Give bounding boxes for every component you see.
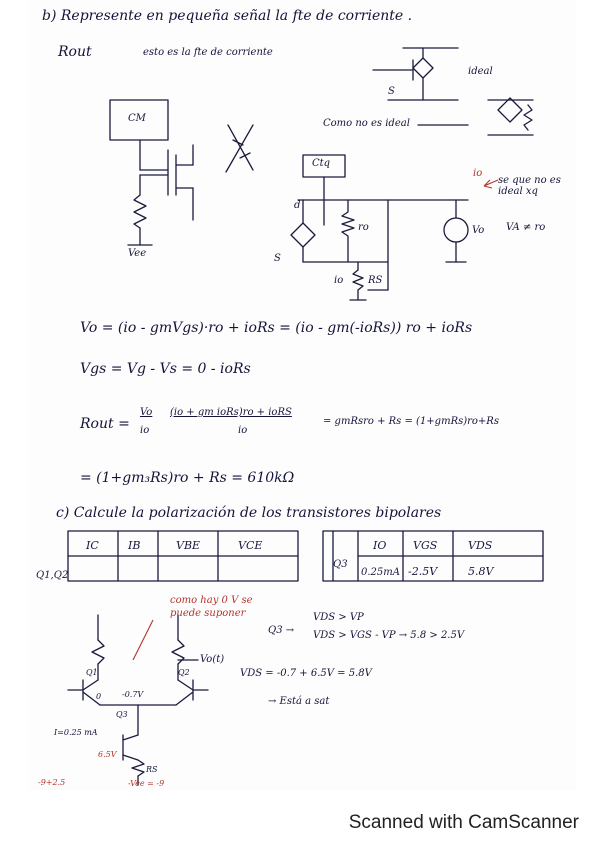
node-s2: S	[388, 86, 395, 97]
eq3-frac2-den: io	[238, 425, 248, 436]
saturation-note: → Está a sat	[268, 696, 330, 707]
nonideal-source-icon	[497, 97, 523, 123]
part-b-title: b) Represente en pequeña señal la fte de…	[42, 8, 413, 24]
equation-2: Vgs = Vg - Vs = 0 - ioRs	[80, 361, 251, 377]
ideal-note: ideal	[468, 66, 493, 77]
t1-row-label: Q1,Q2	[36, 570, 68, 581]
cross-mark	[225, 124, 254, 173]
left-v-label: -9+2.5	[38, 778, 66, 787]
rs-resistor-left	[133, 194, 147, 229]
equation-4: = (1+gm₃Rs)ro + Rs = 610kΩ	[80, 470, 295, 486]
ctq-label: Ctq	[312, 158, 331, 169]
eq3-frac1-num: Vo	[140, 407, 153, 418]
circuit-sketches: IC IB VBE VCE IO VGS VDS 0.25mA -2.5V 5.…	[36, 47, 544, 786]
ideal-source-icon	[412, 57, 434, 79]
v-node: -0.7V	[122, 690, 144, 699]
eq3-frac2-num: (io + gm ioRs)ro + ioRS	[170, 407, 292, 418]
vds-equation: VDS = -0.7 + 6.5V = 5.8V	[240, 668, 372, 679]
io-label: io	[334, 275, 344, 286]
vout-label: Vo(t)	[200, 654, 225, 665]
vo-label: Vo	[472, 225, 485, 236]
io-label-red: io	[473, 168, 483, 179]
vee-label: Vee	[128, 248, 147, 259]
t2-row-label: Q3	[333, 559, 348, 570]
condition-1: VDS > VP	[313, 612, 364, 623]
ro-label: ro	[358, 222, 369, 233]
node-s: S	[274, 253, 281, 264]
t2-h0: IO	[372, 539, 386, 552]
cm-block	[109, 99, 169, 141]
t1-h1: IB	[127, 539, 140, 552]
t2-c2: 5.8V	[468, 565, 494, 578]
no-ideal-note: se que no es ideal xq	[498, 175, 561, 197]
equation-3-lhs: Rout =	[80, 416, 130, 432]
t2-h2: VDS	[468, 539, 493, 552]
t1-h0: IC	[85, 539, 99, 552]
q1-label: Q1	[86, 668, 98, 677]
t1-h2: VBE	[176, 539, 200, 552]
red-note-1: como hay 0 V se	[170, 595, 253, 606]
rout-note: esto es la fte de corriente	[143, 47, 273, 58]
t2-c1: -2.5V	[408, 565, 438, 578]
zero-label: 0	[96, 692, 102, 701]
io-arrow-red	[483, 179, 499, 189]
va-note: VA ≠ ro	[506, 222, 546, 233]
condition-2: VDS > VGS - VP → 5.8 > 2.5V	[313, 630, 465, 641]
q2-label: Q2	[178, 668, 190, 677]
t2-h1: VGS	[413, 539, 438, 552]
q3-node: Q3	[116, 710, 128, 719]
vee2-label: -Vee = -9	[128, 779, 165, 788]
rs-label: RS	[368, 275, 383, 286]
como-ideal-note: Como no es ideal	[323, 118, 410, 129]
dependent-source-icon	[290, 222, 316, 248]
eq3-frac1-den: io	[140, 425, 150, 436]
t1-h3: VCE	[238, 539, 262, 552]
red-note-2: puede suponer	[170, 608, 246, 619]
part-c-title: c) Calcule la polarización de los transi…	[56, 505, 442, 521]
q3-label: Q3 →	[268, 625, 295, 636]
rs2-label: RS	[146, 765, 158, 774]
cm-label: CM	[128, 113, 146, 124]
equation-3-tail: = gmRsro + Rs = (1+gmRs)ro+Rs	[323, 416, 499, 427]
vo-source	[443, 217, 469, 243]
node-d: d	[294, 200, 301, 211]
scanner-footer: Scanned with CamScanner	[0, 790, 599, 848]
red-pointer	[132, 619, 154, 661]
scanner-watermark: Scanned with CamScanner	[348, 812, 579, 833]
current-label: I=0.25 mA	[54, 728, 98, 737]
v65-label: 6.5V	[98, 750, 117, 759]
rout-label: Rout	[58, 44, 92, 60]
scanned-page: IC IB VBE VCE IO VGS VDS 0.25mA -2.5V 5.…	[28, 0, 576, 790]
equation-1: Vo = (io - gmVgs)·ro + ioRs = (io - gm(-…	[80, 320, 473, 336]
t2-c0: 0.25mA	[361, 567, 400, 578]
